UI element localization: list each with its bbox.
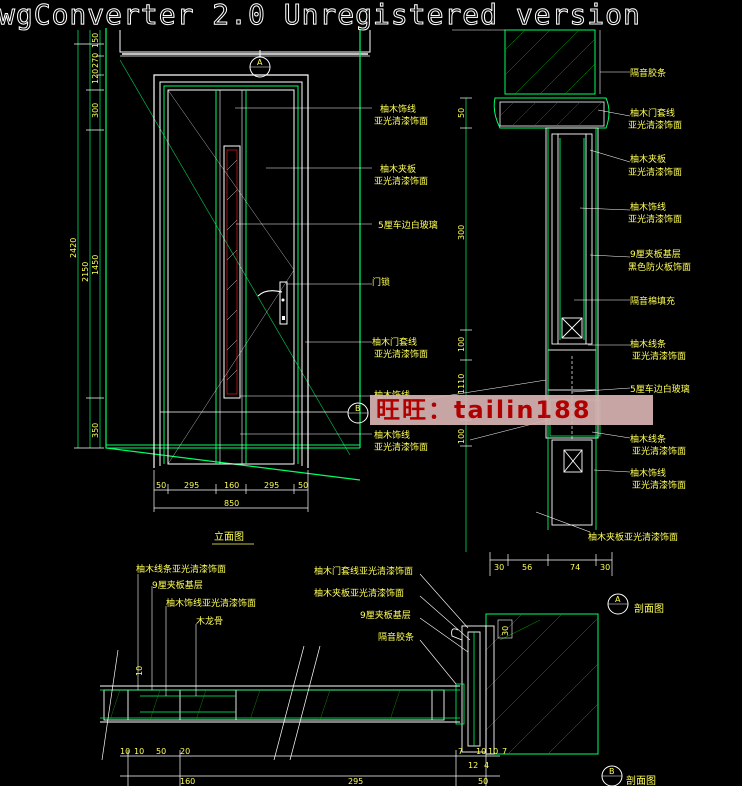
taobao-contact-stamp: 旺旺：tailin188 xyxy=(370,395,653,425)
sec-ann-9: 黑色防火板饰面 xyxy=(628,261,691,273)
elev-ann-5: 5厘车边白玻璃 xyxy=(378,219,438,231)
elev-dim-270: 270 xyxy=(91,53,100,68)
elev-ann-4: 亚光清漆饰面 xyxy=(374,175,428,187)
plan-mid-dim-2: 4 xyxy=(484,761,489,770)
elev-dim-300: 300 xyxy=(91,103,100,118)
elevation-view: A B 柚木饰线 亚光清漆饰面 柚木夹板 亚光清漆饰面 5厘车边白玻璃 门锁 柚… xyxy=(69,28,438,545)
elev-ann-8: 亚光清漆饰面 xyxy=(374,348,428,360)
sec-bdim-2: 56 xyxy=(522,563,532,572)
plan-lann-3: 柚木饰线亚光清漆饰面 xyxy=(166,597,256,609)
plan-rann-1: 柚木门套线亚光清漆饰面 xyxy=(314,565,413,577)
sec-ann-4: 柚木夹板 xyxy=(630,153,666,165)
elev-dim-120: 120 xyxy=(91,69,100,84)
elev-total-width: 850 xyxy=(224,499,239,508)
sec-ann-2: 柚木门套线 xyxy=(630,107,675,119)
sec-ldim-5: 100 xyxy=(457,429,466,444)
sec-ann-5: 亚光清漆饰面 xyxy=(628,166,682,178)
sec-bdim-3: 74 xyxy=(570,563,580,572)
elev-dim-350: 350 xyxy=(91,423,100,438)
sec-ann-10: 隔音棉填充 xyxy=(630,295,675,307)
sec-ann-3: 亚光清漆饰面 xyxy=(628,119,682,131)
sec-ann-14: 柚木线条 xyxy=(630,433,666,445)
elev-ann-2: 亚光清漆饰面 xyxy=(374,115,428,127)
elev-ann-10: 亚光清漆饰面 xyxy=(374,441,428,453)
marker-a-label: A xyxy=(257,58,263,67)
plan-dim-2: 10 xyxy=(134,747,144,756)
sec-bdim-1: 30 xyxy=(494,563,504,572)
plan-rann-4: 隔音胶条 xyxy=(378,631,414,643)
sec-ldim-3: 100 xyxy=(457,337,466,352)
plan-rann-3: 9厘夹板基层 xyxy=(360,609,411,621)
plan-bdim-3: 50 xyxy=(478,777,488,786)
elev-dim-150: 150 xyxy=(91,33,100,48)
sec-ann-8: 9厘夹板基层 xyxy=(630,248,681,260)
plan-dim-1: 10 xyxy=(120,747,130,756)
elev-ann-6: 门锁 xyxy=(372,276,390,288)
elev-bdim-4: 295 xyxy=(264,481,279,490)
sec-ann-1: 隔音胶条 xyxy=(630,67,666,79)
door-lock-icon xyxy=(279,281,288,325)
plan-mid-dim-1: 12 xyxy=(468,761,478,770)
plan-lann-1: 柚木线条亚光清漆饰面 xyxy=(136,563,226,575)
sec-ann-16: 柚木饰线 xyxy=(630,467,666,479)
sec-ann-12: 亚光清漆饰面 xyxy=(632,350,686,362)
sec-ldim-2: 300 xyxy=(457,225,466,240)
plan-dim-7: 10 xyxy=(488,747,498,756)
plan-section-b-view: 柚木线条亚光清漆饰面 9厘夹板基层 柚木饰线亚光清漆饰面 木龙骨 柚木门套线亚光… xyxy=(100,563,656,786)
elev-ann-1: 柚木饰线 xyxy=(380,103,416,115)
watermark-text: wgConverter 2.0 Unregistered version xyxy=(0,0,641,31)
section-a-marker-label: A xyxy=(615,595,621,604)
plan-dim-4: 20 xyxy=(180,747,190,756)
sec-ldim-4: 1110 xyxy=(457,374,466,394)
plan-bdim-1: 160 xyxy=(180,777,195,786)
elev-dim-2150: 2150 xyxy=(81,262,90,282)
sec-ann-11: 柚木线条 xyxy=(630,338,666,350)
plan-dim-5: 7 xyxy=(458,747,463,756)
sec-ann-15: 亚光清漆饰面 xyxy=(632,445,686,457)
elev-bdim-1: 50 xyxy=(156,481,166,490)
sec-ann-6: 柚木饰线 xyxy=(630,201,666,213)
sec-ann-17: 亚光清漆饰面 xyxy=(632,479,686,491)
sec-ann-13: 5厘车边白玻璃 xyxy=(630,383,690,395)
marker-b-label: B xyxy=(355,404,361,413)
elev-ann-9: 柚木饰线 xyxy=(374,429,410,441)
section-a-view: 隔音胶条 柚木门套线 亚光清漆饰面 柚木夹板 亚光清漆饰面 柚木饰线 亚光清漆饰… xyxy=(419,29,691,615)
plan-rann-2: 柚木夹板亚光清漆饰面 xyxy=(314,587,404,599)
sec-bdim-4: 30 xyxy=(600,563,610,572)
elev-ann-3: 柚木夹板 xyxy=(380,163,416,175)
elev-dim-2420: 2420 xyxy=(69,238,78,258)
plan-lann-2: 9厘夹板基层 xyxy=(152,579,203,591)
plan-lann-4: 木龙骨 xyxy=(196,615,223,627)
section-b-title: 剖面图 xyxy=(626,774,656,786)
plan-dim-8: 7 xyxy=(502,747,507,756)
plan-side-10: 10 xyxy=(135,666,144,676)
plan-dim-6: 10 xyxy=(476,747,486,756)
elev-bdim-2: 295 xyxy=(184,481,199,490)
plan-bdim-2: 295 xyxy=(348,777,363,786)
elevation-title: 立面图 xyxy=(214,530,244,543)
plan-side-dim: 30 xyxy=(501,626,510,636)
section-b-marker-label: B xyxy=(609,767,615,776)
elev-bdim-5: 50 xyxy=(298,481,308,490)
sec-ann-18: 柚木夹板亚光清漆饰面 xyxy=(588,531,678,543)
elev-dim-1450: 1450 xyxy=(91,255,100,275)
section-a-title: 剖面图 xyxy=(634,602,664,615)
sec-ldim-1: 50 xyxy=(457,108,466,118)
plan-dim-3: 50 xyxy=(156,747,166,756)
elev-ann-7: 柚木门套线 xyxy=(372,336,417,348)
sec-ann-7: 亚光清漆饰面 xyxy=(628,213,682,225)
elev-bdim-3: 160 xyxy=(224,481,239,490)
